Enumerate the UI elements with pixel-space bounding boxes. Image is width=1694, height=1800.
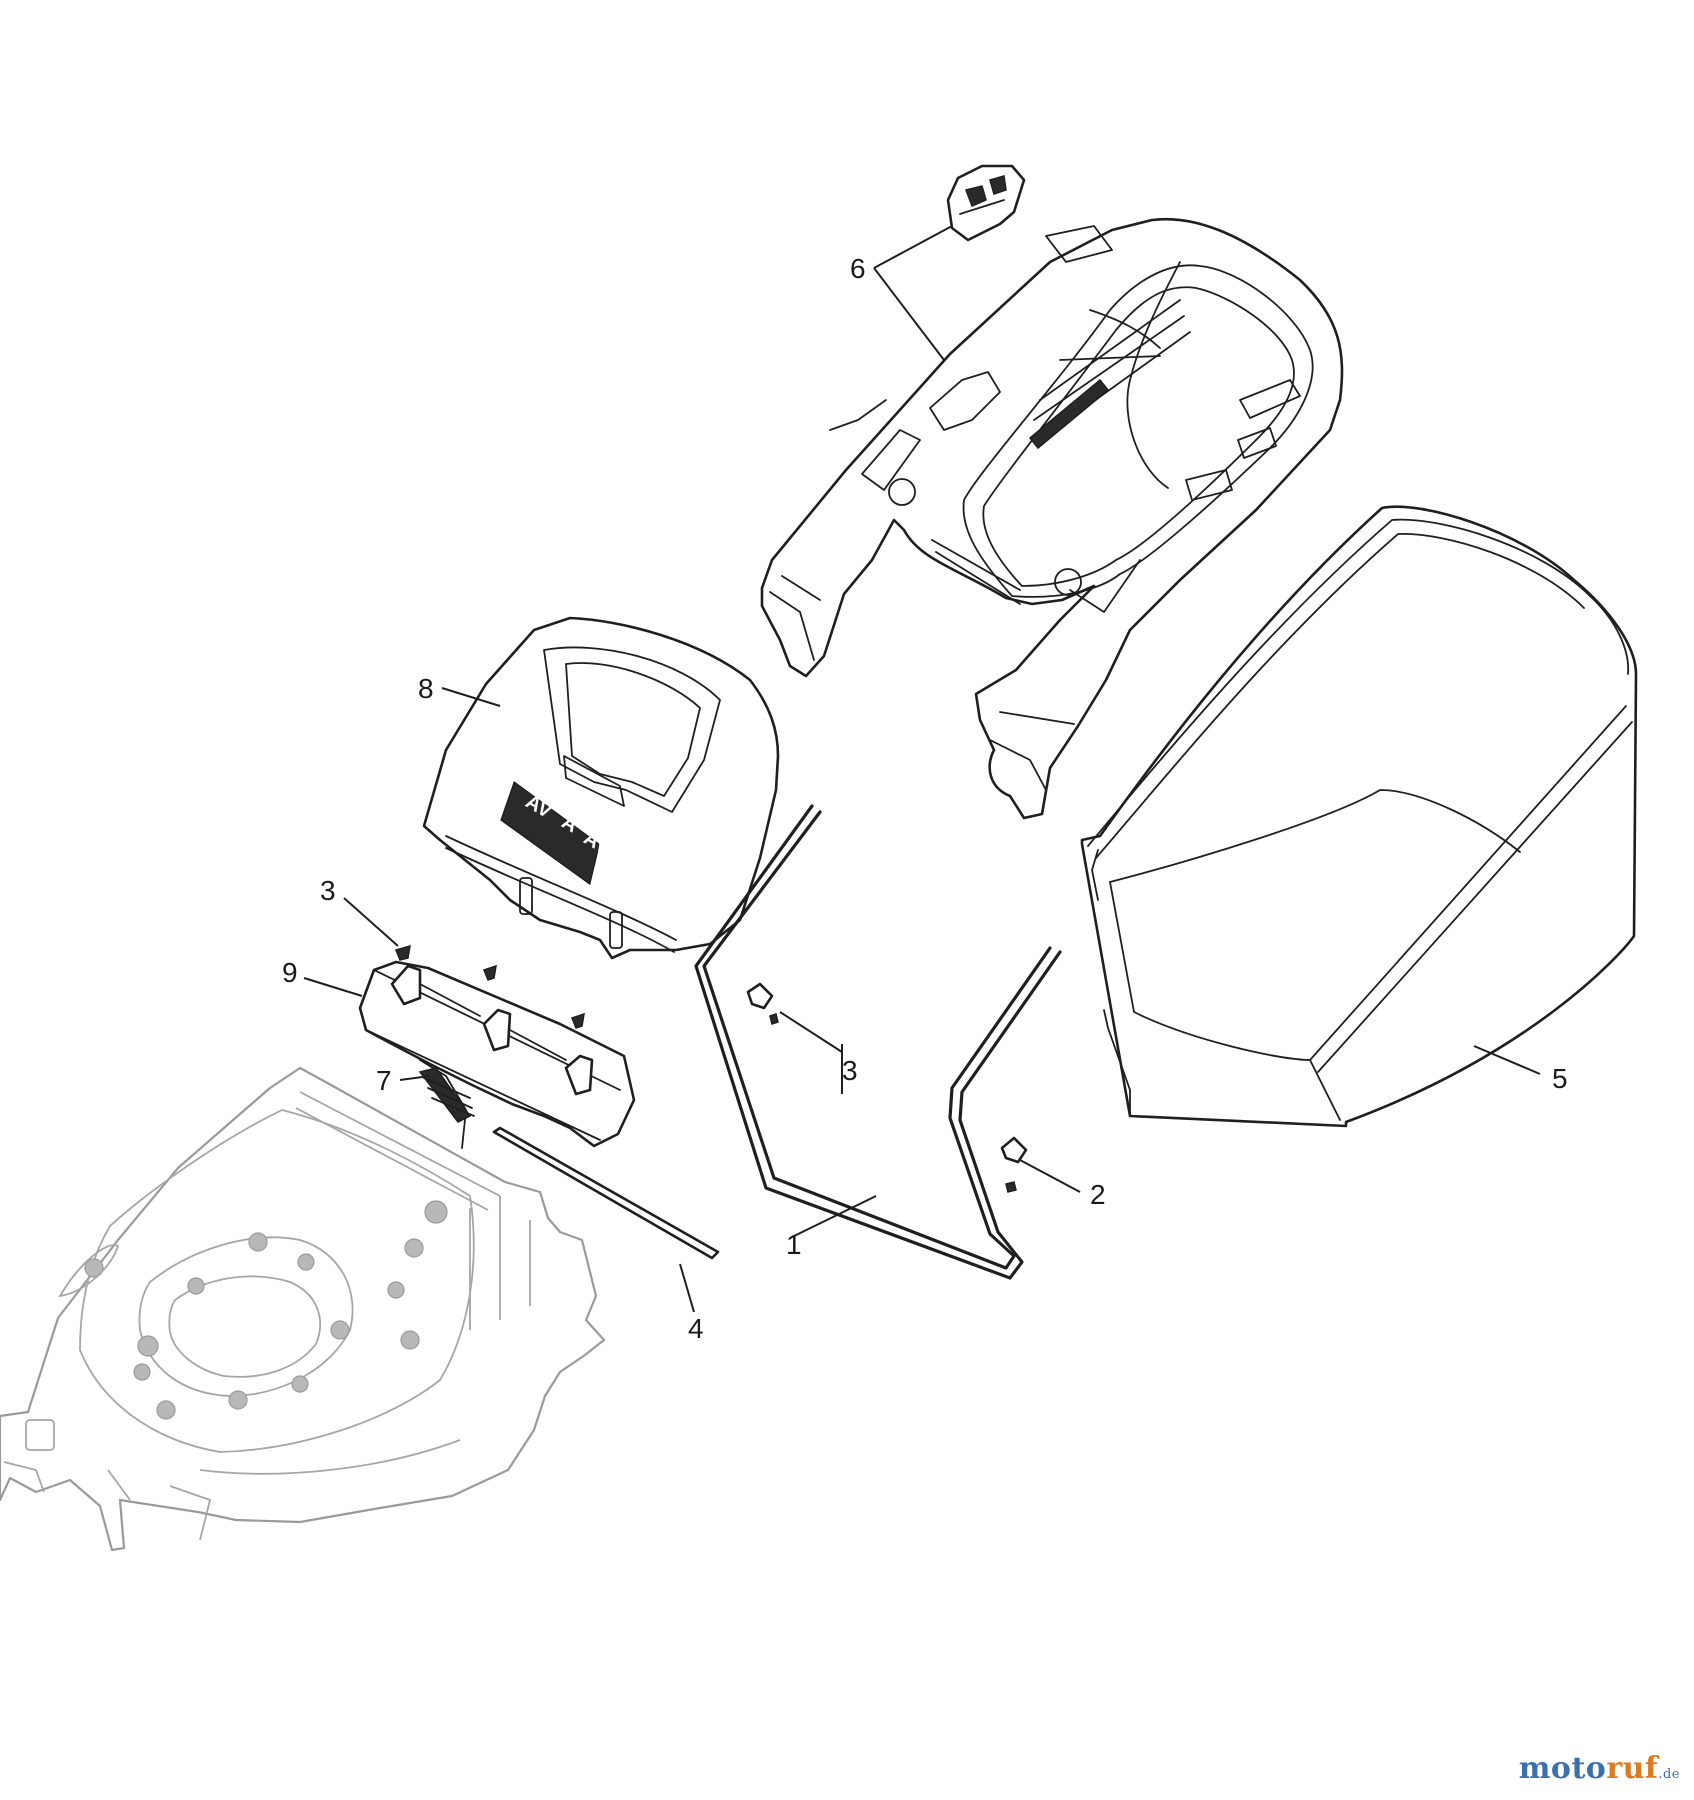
- bag-frame-part-1: [694, 804, 1062, 1280]
- clip-left: [746, 982, 779, 1025]
- rear-cover-part-6: [760, 217, 1344, 820]
- watermark-logo: motoruf.de: [1519, 1751, 1680, 1786]
- torsion-spring-part-7: [418, 1059, 475, 1149]
- hinge-bracket-part-9: [358, 960, 636, 1148]
- screws: [394, 944, 585, 1029]
- grass-bag-part-5: [1080, 505, 1638, 1128]
- hinge-rod-part-4: [492, 1126, 720, 1260]
- callout-3-center: 3: [842, 1055, 858, 1086]
- callout-labels: 6 8 3 9 7 4 1 3 2 5: [282, 253, 1568, 1344]
- callout-9: 9: [282, 957, 298, 988]
- watermark-part-b: ruf: [1606, 1751, 1659, 1786]
- leader-lines: [303, 225, 1541, 1313]
- callout-2: 2: [1090, 1179, 1106, 1210]
- deflector-cover-part-8: AV A AV: [422, 616, 780, 960]
- callout-4: 4: [688, 1313, 704, 1344]
- clip-right: [1000, 1136, 1028, 1193]
- watermark-part-a: moto: [1518, 1751, 1607, 1786]
- callout-6: 6: [850, 253, 866, 284]
- callout-5: 5: [1552, 1063, 1568, 1094]
- latch-cap: [946, 164, 1026, 242]
- callout-7: 7: [376, 1065, 392, 1096]
- callout-3-left: 3: [320, 875, 336, 906]
- mower-deck-ghost: [0, 1066, 606, 1552]
- watermark-tld: .de: [1658, 1767, 1680, 1782]
- callout-8: 8: [418, 673, 434, 704]
- callout-1: 1: [786, 1229, 802, 1260]
